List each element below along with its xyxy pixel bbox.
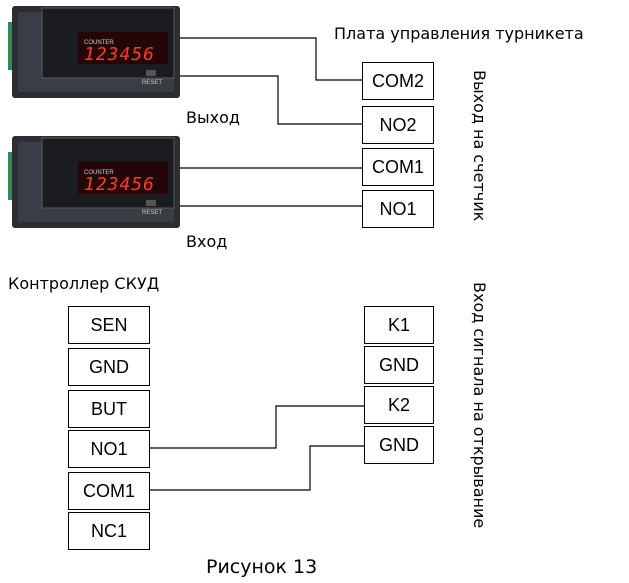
acs-controller-title: Контроллер СКУД — [8, 274, 160, 293]
wire-com1-gnd — [150, 445, 364, 491]
counter-reset-text: RESET — [142, 210, 162, 216]
terminal-gnd: GND — [68, 348, 150, 386]
turnstile-board-title: Плата управления турникета — [334, 24, 584, 43]
wire-no1-k2 — [150, 405, 364, 449]
terminal-com2: COM2 — [362, 62, 434, 100]
terminal-but: BUT — [68, 390, 150, 428]
terminal-sen: SEN — [68, 306, 150, 344]
figure-caption: Рисунок 13 — [206, 556, 318, 578]
label-exit: Выход — [186, 108, 240, 127]
terminal-no2: NO2 — [362, 106, 434, 144]
wire-counter1-no2 — [178, 75, 362, 125]
terminal-k2: K2 — [364, 386, 434, 424]
counter-brand-text: COUNTER — [84, 170, 114, 176]
counter-output-side-label: Выход на счетчик — [470, 70, 489, 222]
terminal-no1: NO1 — [362, 190, 434, 228]
terminal-gnd-signal-2: GND — [364, 426, 434, 464]
terminal-gnd-signal-1: GND — [364, 346, 434, 384]
counter-display-digits: 123456 — [84, 44, 155, 65]
terminal-k1: K1 — [364, 306, 434, 344]
counter-brand-text: COUNTER — [84, 40, 114, 46]
counter-reset-text: RESET — [142, 80, 162, 86]
terminal-nc1: NC1 — [68, 512, 150, 550]
wire-counter1-com2 — [178, 37, 362, 81]
counter-device-entry: COUNTER 123456 RESET — [8, 136, 180, 228]
label-entry: Вход — [186, 232, 228, 251]
open-signal-side-label: Вход сигнала на открывание — [470, 282, 489, 529]
counter-device-exit: COUNTER 123456 RESET — [8, 6, 180, 98]
counter-display-digits: 123456 — [84, 174, 155, 195]
terminal-no1-controller: NO1 — [68, 430, 150, 468]
terminal-com1-controller: COM1 — [68, 472, 150, 510]
terminal-com1: COM1 — [362, 148, 434, 186]
